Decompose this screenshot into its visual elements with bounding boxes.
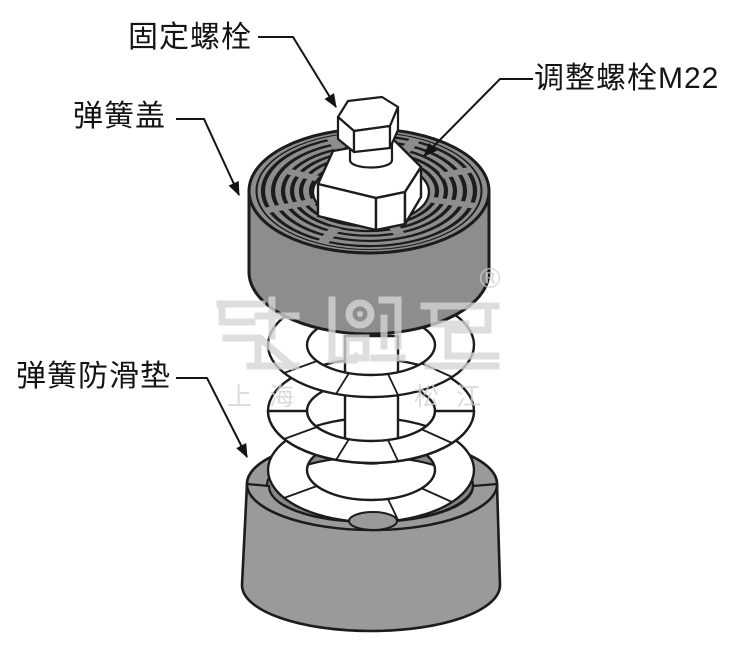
pad-center-hole xyxy=(348,511,398,531)
brand-watermark: ® 上海 松江 xyxy=(216,262,504,411)
watermark-text-songjiang: 松江 xyxy=(414,382,498,411)
base-front-rim xyxy=(245,482,499,532)
watermark-registered-icon: ® xyxy=(476,262,504,295)
label-spring-cover: 弹簧盖 xyxy=(73,100,166,133)
nut-face-side xyxy=(403,165,423,226)
watermark-text-shanghai: 上海 xyxy=(227,382,311,411)
spring-coil-middle-front xyxy=(266,409,476,465)
label-fixing-bolt: 固定螺栓 xyxy=(128,21,252,54)
leader-spring-cover xyxy=(176,118,240,197)
label-adjusting-bolt: 调整螺栓M22 xyxy=(534,62,720,95)
leader-lines xyxy=(176,36,533,459)
adjusting-nut-m22 xyxy=(311,138,431,232)
watermark-glyph-1 xyxy=(216,296,300,371)
fixing-bolt xyxy=(336,95,400,169)
leader-adjusting-bolt xyxy=(423,78,533,157)
nut-face-right xyxy=(374,190,407,232)
bolt-head-front xyxy=(352,124,392,154)
watermark-glyph-2 xyxy=(328,296,406,364)
leader-antislip-pad xyxy=(176,377,248,459)
leader-fixing-bolt xyxy=(258,36,337,108)
coil-ticks xyxy=(283,360,453,521)
watermark-glyph-3 xyxy=(420,302,500,370)
bolt-head-right xyxy=(388,105,400,150)
label-spring-antislip-pad: 弹簧防滑垫 xyxy=(16,360,171,393)
